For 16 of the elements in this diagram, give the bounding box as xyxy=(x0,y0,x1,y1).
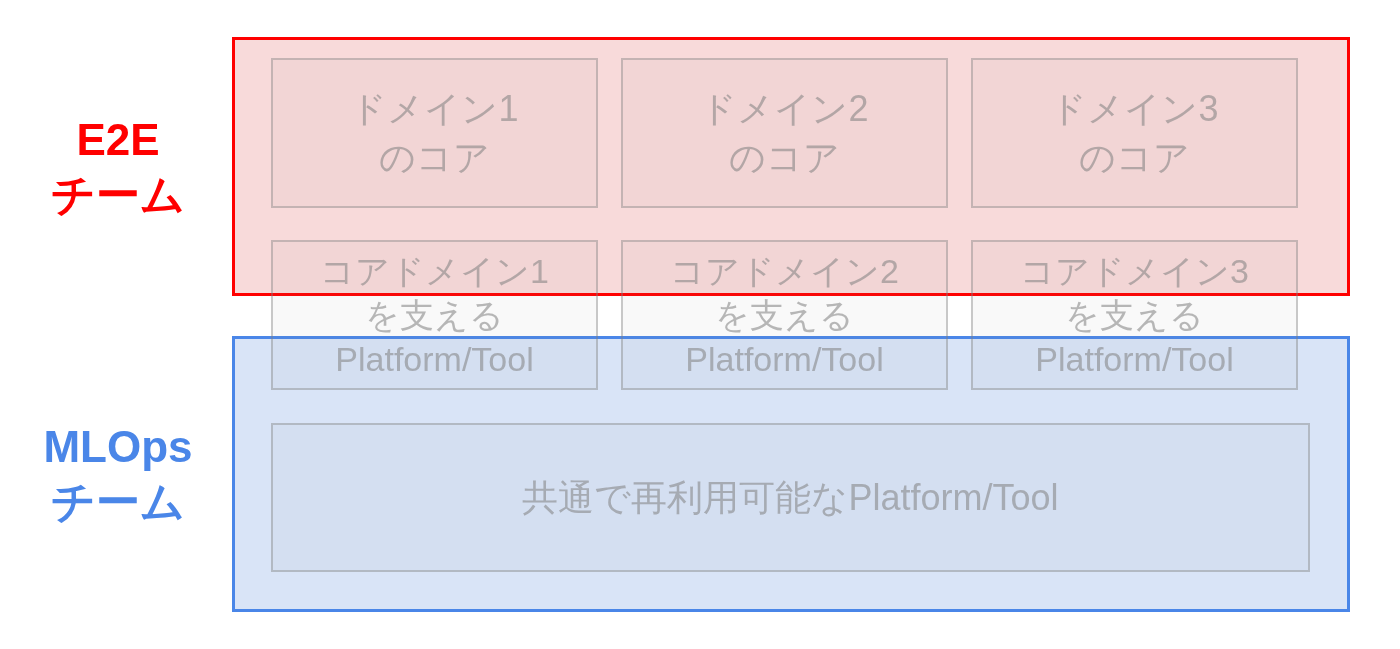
platform-label: コアドメイン3を支えるPlatform/Tool xyxy=(1019,251,1250,380)
platform-label: コアドメイン2を支えるPlatform/Tool xyxy=(669,251,900,380)
shared-platform-label: 共通で再利用可能なPlatform/Tool xyxy=(521,476,1060,520)
platform-label: コアドメイン1を支えるPlatform/Tool xyxy=(319,251,550,380)
platform-box xyxy=(621,240,948,390)
domain-core-box xyxy=(971,58,1298,208)
shared-platform-box xyxy=(271,423,1310,572)
platform-box xyxy=(971,240,1298,390)
domain-core-label: ドメイン2のコア xyxy=(699,87,870,180)
domain-core-box xyxy=(271,58,598,208)
domain-core-label: ドメイン1のコア xyxy=(349,87,520,180)
domain-core-box xyxy=(621,58,948,208)
platform-box xyxy=(271,240,598,390)
team-label: E2Eチーム xyxy=(50,113,186,221)
team-label: MLOpsチーム xyxy=(42,421,194,528)
domain-core-label: ドメイン3のコア xyxy=(1049,87,1220,180)
